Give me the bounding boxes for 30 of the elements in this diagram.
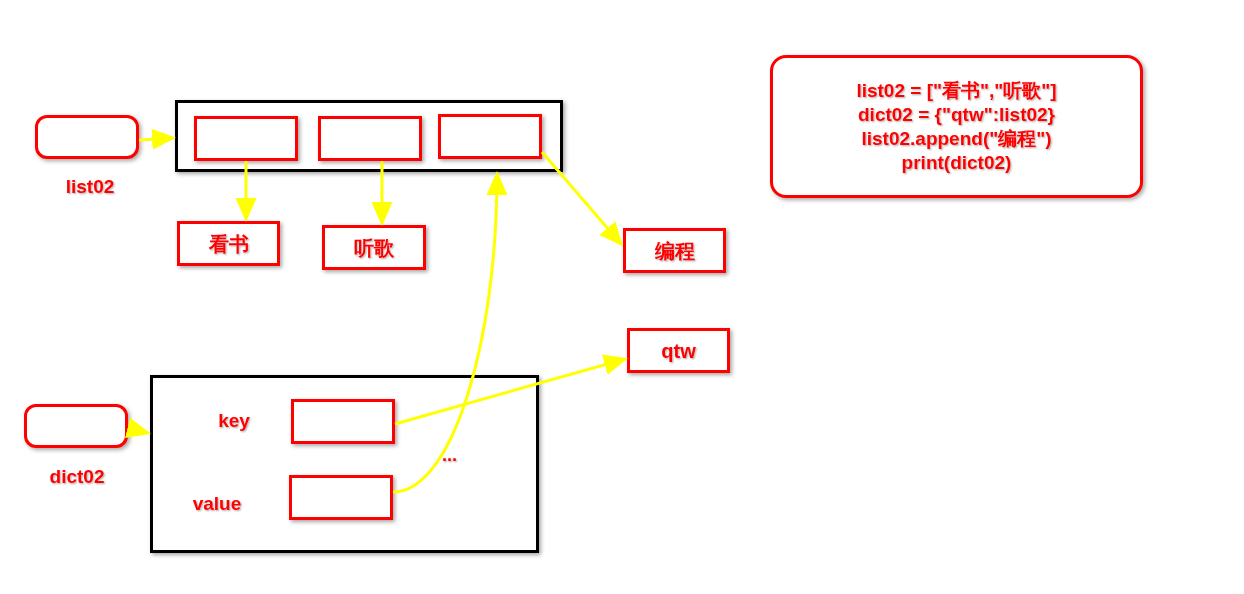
arrow [235, 161, 257, 222]
arrow [392, 171, 508, 494]
variable-name: value [191, 492, 243, 516]
node-label: 看书 [208, 231, 249, 257]
code-line: list02 = ["看书","听歌"] [856, 78, 1057, 103]
arrow [125, 417, 151, 439]
dict-container [150, 375, 539, 553]
variable-name: dict02 [48, 465, 106, 489]
slot-box [438, 114, 542, 159]
arrow [371, 161, 393, 226]
ellipsis-label: ... [442, 446, 457, 464]
slot-box [194, 116, 298, 161]
value-box [322, 225, 426, 270]
arrow [394, 354, 628, 426]
list-container [175, 100, 563, 172]
value-box [623, 228, 726, 273]
slot-box [318, 116, 422, 161]
code-line: list02.append("编程") [861, 126, 1052, 151]
variable-name: key [217, 409, 251, 433]
key-value-box [627, 328, 730, 373]
code-line: dict02 = {"qtw":list02} [858, 102, 1055, 127]
node-label: qtw [661, 338, 696, 364]
arrow [540, 151, 623, 247]
value-box [177, 221, 280, 266]
code-line: print(dict02) [901, 150, 1012, 175]
variable-name: list02 [64, 175, 116, 199]
arrow [138, 128, 176, 150]
node-label: 编程 [654, 238, 695, 264]
node-label: 听歌 [354, 235, 394, 261]
code-box [770, 55, 1143, 198]
